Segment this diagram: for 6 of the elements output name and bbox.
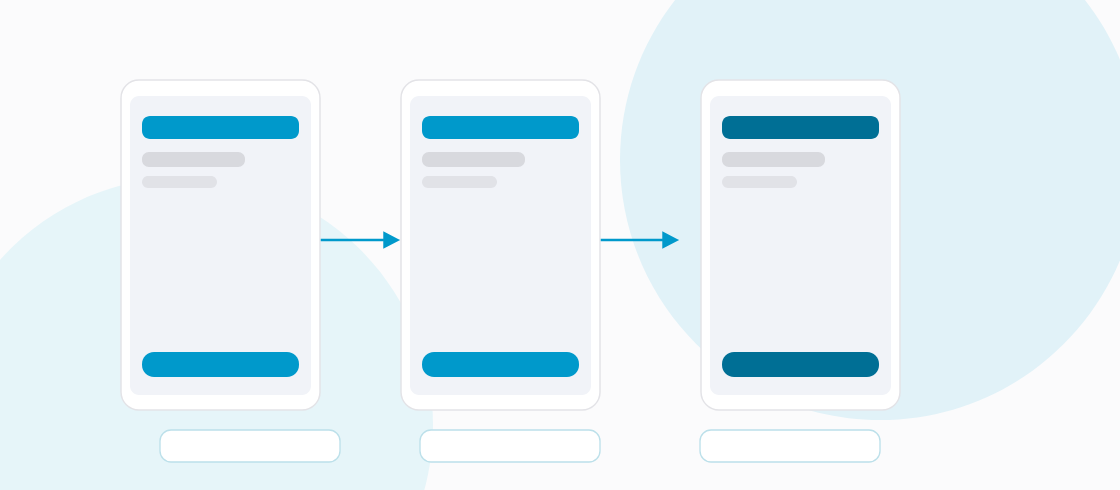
caption-box: [419, 429, 601, 463]
phone-mockup: [400, 79, 601, 411]
phone-mockup: [120, 79, 321, 411]
caption-box: [699, 429, 881, 463]
phone-mockup: [700, 79, 901, 411]
caption-box: [159, 429, 341, 463]
